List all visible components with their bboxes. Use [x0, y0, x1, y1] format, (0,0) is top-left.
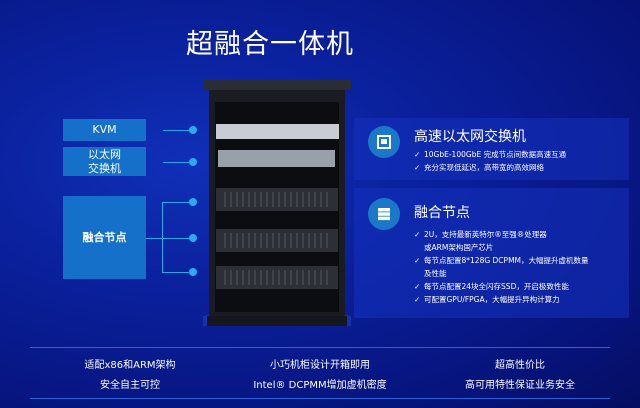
bullet-list: 2U，支持最新英特尔®至强®处理器 或ARM架构国产芯片 每节点配置8*128G…	[414, 228, 624, 306]
bullet-item: 可配置GPU/FPGA，大幅提升异构计算力	[414, 293, 624, 306]
bullet-item: 充分实现低延迟，高带宽的高效网络	[414, 161, 624, 174]
switch-label: 以太网交换机	[63, 147, 146, 176]
feature-item: 小巧机柜设计开箱即用 Intel® DCPMM增加虚机密度	[230, 356, 410, 396]
connector-line	[163, 130, 193, 131]
bullet-item-continued: 及性能	[424, 269, 447, 278]
switch-label-line1: 以太网	[88, 147, 121, 161]
feature-line: 高可用特性保证业务安全	[465, 380, 575, 391]
node-label-text: 融合节点	[82, 230, 127, 244]
kvm-label: KVM	[63, 119, 146, 141]
feature-line: 小巧机柜设计开箱即用	[270, 360, 370, 371]
switch-label-line2: 交换机	[88, 161, 121, 175]
connector-line	[162, 238, 193, 239]
server-rack-image	[203, 80, 351, 326]
connector-line	[146, 238, 162, 239]
feature-item: 适配x86和ARM架构安全自主可控	[60, 356, 200, 396]
connector-dot	[189, 234, 197, 242]
connector-dot	[189, 158, 197, 166]
bullet-list: 10GbE-100GbE 完成节点间数据高速互通 充分实现低延迟，高带宽的高效网…	[414, 148, 624, 174]
node-label: 融合节点	[63, 196, 146, 279]
page-title: 超融合一体机	[186, 29, 354, 60]
connector-dot	[189, 126, 197, 134]
feature-line: Intel® DCPMM增加虚机密度	[253, 380, 387, 391]
feature-line: 超高性价比	[495, 360, 545, 371]
bullet-item: 10GbE-100GbE 完成节点间数据高速互通	[414, 148, 624, 161]
connector-line	[162, 272, 193, 273]
feature-item: 超高性价比高可用特性保证业务安全	[440, 356, 600, 396]
bullet-item: 2U，支持最新英特尔®至强®处理器	[414, 228, 624, 241]
feature-line: 适配x86和ARM架构	[84, 360, 176, 371]
bullet-item: 每节点配置24块全闪存SSD，开启极致性能	[414, 280, 624, 293]
connector-line	[163, 162, 193, 163]
feature-band: 适配x86和ARM架构安全自主可控 小巧机柜设计开箱即用 Intel® DCPMM…	[30, 347, 610, 399]
panel-title: 高速以太网交换机	[414, 129, 526, 145]
switch-panel: 高速以太网交换机 10GbE-100GbE 完成节点间数据高速互通 充分实现低延…	[354, 118, 629, 180]
connector-dot	[189, 198, 197, 206]
connector-line	[162, 202, 163, 272]
feature-line: 安全自主可控	[100, 380, 160, 391]
connector-dot	[189, 268, 197, 276]
ethernet-port-icon	[368, 126, 400, 158]
bullet-item-continued: 或ARM架构国产芯片	[424, 243, 494, 252]
bullet-item: 每节点配置8*128G DCPMM，大幅提升虚机数量	[414, 254, 624, 267]
server-icon	[368, 198, 400, 230]
kvm-label-text: KVM	[92, 123, 117, 136]
node-panel: 融合节点 2U，支持最新英特尔®至强®处理器 或ARM架构国产芯片 每节点配置8…	[354, 188, 629, 318]
panel-title: 融合节点	[414, 205, 470, 221]
connector-line	[162, 202, 193, 203]
